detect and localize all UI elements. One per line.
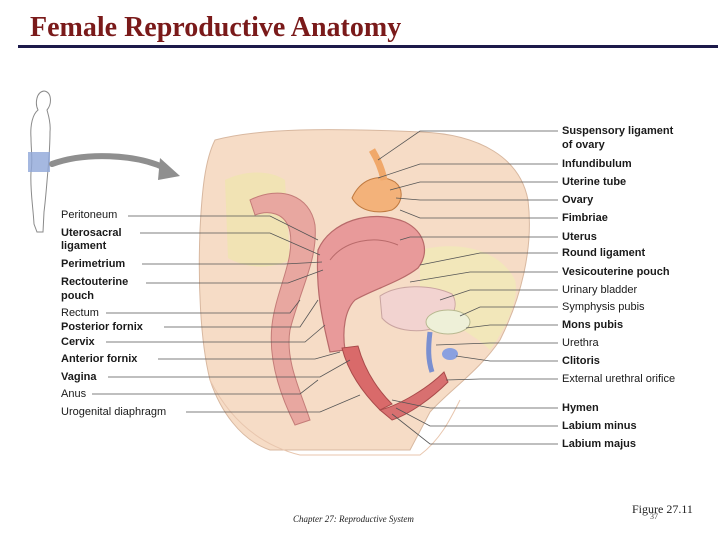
label-suspensory-ligament: Suspensory ligament <box>562 125 674 137</box>
label-of-ovary: of ovary <box>562 139 605 151</box>
label-urogenital-diaphragm: Urogenital diaphragm <box>61 406 167 418</box>
label-anterior-fornix: Anterior fornix <box>61 353 138 365</box>
label-cervix: Cervix <box>61 336 95 348</box>
label-vagina: Vagina <box>61 371 97 383</box>
label-urethra: Urethra <box>562 337 599 349</box>
chapter-caption: Chapter 27: Reproductive System <box>293 514 414 524</box>
label-uterus: Uterus <box>562 231 597 243</box>
label-fimbriae: Fimbriae <box>562 212 608 224</box>
slide-title: Female Reproductive Anatomy <box>30 12 402 43</box>
label-pouch: pouch <box>61 290 94 302</box>
label-external-urethral-orifice: External urethral orifice <box>562 373 676 385</box>
title-underline <box>18 45 718 48</box>
label-anus: Anus <box>61 388 87 400</box>
label-urinary-bladder: Urinary bladder <box>562 284 638 296</box>
label-hymen: Hymen <box>562 402 599 414</box>
body-silhouette-icon <box>28 90 51 233</box>
label-ovary: Ovary <box>562 194 594 206</box>
label-rectum: Rectum <box>61 307 99 319</box>
leader-lines-right <box>377 130 558 445</box>
label-symphysis-pubis: Symphysis pubis <box>562 301 645 313</box>
label-round-ligament: Round ligament <box>562 247 646 259</box>
page-number: 37 <box>650 512 658 521</box>
label-ligament: ligament <box>61 240 107 252</box>
label-infundibulum: Infundibulum <box>562 158 632 170</box>
label-peritoneum: Peritoneum <box>61 209 118 221</box>
label-posterior-fornix: Posterior fornix <box>61 321 143 333</box>
label-perimetrium: Perimetrium <box>61 258 126 270</box>
label-vesicouterine-pouch: Vesicouterine pouch <box>562 266 670 278</box>
label-labium-majus: Labium majus <box>562 438 636 450</box>
leader-lines-left <box>92 215 361 413</box>
label-rectouterine: Rectouterine <box>61 276 129 288</box>
label-uterosacral: Uterosacral <box>61 227 122 239</box>
pointer-arrow-icon <box>49 153 180 180</box>
label-mons-pubis: Mons pubis <box>562 319 624 331</box>
label-uterine-tube: Uterine tube <box>562 176 627 188</box>
label-clitoris: Clitoris <box>562 355 600 367</box>
figure-caption: Figure 27.11 <box>632 502 693 516</box>
label-labium-minus: Labium minus <box>562 420 637 432</box>
